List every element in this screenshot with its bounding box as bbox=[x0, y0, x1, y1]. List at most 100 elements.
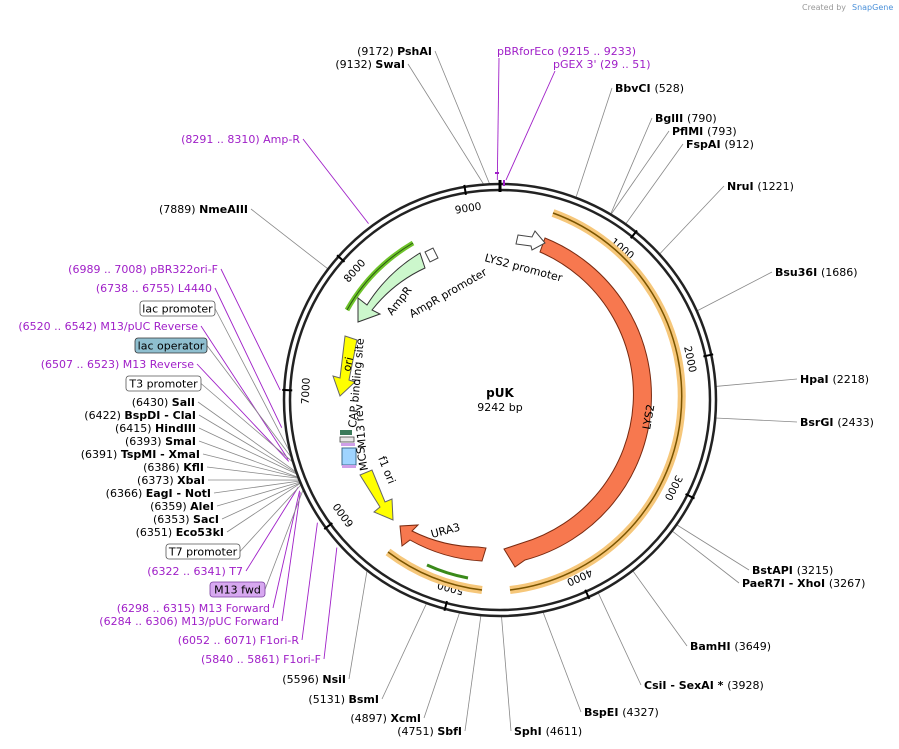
primer-10: (6052 .. 6071) F1ori-R bbox=[178, 634, 300, 647]
site-name: SmaI bbox=[165, 435, 196, 448]
primer-2: (8291 .. 8310) Amp-R bbox=[181, 133, 300, 146]
site-5: FspAI (912) bbox=[686, 138, 754, 151]
mcs-label: MCS bbox=[354, 446, 371, 472]
primer-name: Amp-R bbox=[263, 133, 300, 146]
site-leader bbox=[250, 208, 329, 270]
site-pos: (793) bbox=[707, 125, 737, 138]
site-19: (5596) NsiI bbox=[282, 673, 346, 686]
primer-labels: pBRforEco (9215 .. 9233)pGEX 3' (29 .. 5… bbox=[18, 45, 650, 666]
site-4: PflMI (793) bbox=[672, 125, 737, 138]
box-leader bbox=[239, 484, 302, 552]
site-13: CsiI - SexAI * (3928) bbox=[644, 679, 764, 692]
site-pos: (6366) bbox=[106, 487, 146, 500]
ampr-promoter-arrow[interactable] bbox=[424, 247, 439, 263]
plasmid-name: pUK bbox=[486, 386, 514, 400]
primer-leader bbox=[323, 547, 338, 660]
tick-label-7000: 7000 bbox=[300, 377, 313, 404]
site-pos: (912) bbox=[724, 138, 754, 151]
site-leader bbox=[632, 570, 688, 647]
ori-arrow[interactable] bbox=[332, 335, 358, 397]
box-3-label: T7 promoter bbox=[168, 546, 238, 559]
site-leader bbox=[715, 378, 798, 387]
snapgene-credit: SnapGene bbox=[852, 3, 893, 12]
site-pos: (790) bbox=[687, 112, 717, 125]
ampr-highlight-core bbox=[346, 242, 414, 311]
site-leader bbox=[696, 271, 773, 312]
f1-ori-arrow[interactable] bbox=[359, 469, 394, 521]
primer-range: (29 .. 51) bbox=[600, 58, 651, 71]
site-name: BspDI - ClaI bbox=[124, 409, 196, 422]
site-pos: (528) bbox=[654, 82, 684, 95]
site-name: HpaI bbox=[800, 373, 832, 386]
box-0-label: lac promoter bbox=[142, 303, 213, 316]
site-name: Eco53kI bbox=[176, 526, 224, 539]
site-name: XcmI bbox=[390, 712, 421, 725]
site-leader bbox=[715, 417, 798, 423]
primer-leader bbox=[220, 268, 281, 391]
site-leader bbox=[221, 482, 301, 520]
primer-leader bbox=[200, 325, 289, 460]
site-28: (6366) EagI - NotI bbox=[106, 487, 211, 500]
site-name: EagI - NotI bbox=[146, 487, 211, 500]
site-leader bbox=[501, 615, 512, 732]
t7-block bbox=[342, 465, 356, 468]
site-10: BstAPI (3215) bbox=[752, 564, 833, 577]
site-12: BamHI (3649) bbox=[690, 640, 771, 653]
ura3-highlight-core bbox=[387, 551, 483, 591]
site-15: SphI (4611) bbox=[514, 725, 582, 738]
site-pos: (1686) bbox=[821, 266, 858, 279]
primer-1: pGEX 3' (29 .. 51) bbox=[553, 58, 651, 71]
lys2-label: LYS2 bbox=[640, 403, 657, 430]
cap-binding-site-block[interactable] bbox=[340, 430, 352, 435]
site-22: (6422) BspDI - ClaI bbox=[84, 409, 196, 422]
primer-name: M13/pUC Forward bbox=[181, 615, 279, 628]
site-20: (7889) NmeAIII bbox=[159, 203, 248, 216]
site-pos: (4751) bbox=[397, 725, 437, 738]
primer-8: (6298 .. 6315) M13 Forward bbox=[117, 602, 270, 615]
site-pos: (6391) bbox=[81, 448, 121, 461]
box-1-frame bbox=[134, 337, 208, 354]
site-leader bbox=[226, 482, 301, 533]
primer-range: (6284 .. 6306) bbox=[99, 615, 181, 628]
site-pos: (5131) bbox=[308, 693, 348, 706]
site-pos: (6415) bbox=[115, 422, 155, 435]
site-name: NsiI bbox=[322, 673, 346, 686]
site-0: (9172) PshAI bbox=[357, 45, 432, 58]
site-leader bbox=[198, 440, 299, 478]
site-name: BsrGI bbox=[800, 416, 837, 429]
site-pos: (9132) bbox=[335, 58, 375, 71]
primer-7: (6322 .. 6341) T7 bbox=[147, 565, 243, 578]
box-1-label: lac operator bbox=[138, 340, 205, 353]
site-name: NruI bbox=[727, 180, 757, 193]
site-leader bbox=[198, 427, 298, 475]
site-pos: (9172) bbox=[357, 45, 397, 58]
created-by-text: Created by bbox=[802, 3, 846, 12]
primer-name: F1ori-F bbox=[283, 653, 321, 666]
lys2-arrow[interactable] bbox=[503, 237, 652, 568]
site-leader bbox=[610, 130, 670, 215]
site-leader bbox=[197, 401, 297, 473]
site-6: NruI (1221) bbox=[727, 180, 794, 193]
site-name: PflMI bbox=[672, 125, 707, 138]
primer-leader bbox=[214, 287, 283, 428]
site-pos: (2433) bbox=[837, 416, 874, 429]
primer-9: (6284 .. 6306) M13/pUC Forward bbox=[99, 615, 279, 628]
primer-5: (6520 .. 6542) M13/pUC Reverse bbox=[18, 320, 198, 333]
box-leader bbox=[264, 489, 304, 590]
site-leader bbox=[434, 50, 491, 185]
ampr-arrow[interactable] bbox=[357, 252, 426, 323]
site-name: SwaI bbox=[375, 58, 405, 71]
lys2-promoter-arrow[interactable] bbox=[515, 230, 546, 251]
m13-rev-block[interactable] bbox=[339, 436, 355, 443]
primer-3: (6989 .. 7008) pBR322ori-F bbox=[68, 263, 218, 276]
box-4-label: M13 fwd bbox=[214, 584, 261, 597]
primer-range: (8291 .. 8310) bbox=[181, 133, 263, 146]
site-name: CsiI - SexAI * bbox=[644, 679, 727, 692]
site-leader bbox=[575, 87, 613, 198]
site-pos: (4611) bbox=[546, 725, 583, 738]
site-pos: (6430) bbox=[132, 396, 172, 409]
ura3-label: URA3 bbox=[429, 521, 461, 541]
ura3-arrow[interactable] bbox=[399, 524, 487, 562]
primer-name: pBR322ori-F bbox=[150, 263, 218, 276]
site-pos: (4327) bbox=[622, 706, 659, 719]
